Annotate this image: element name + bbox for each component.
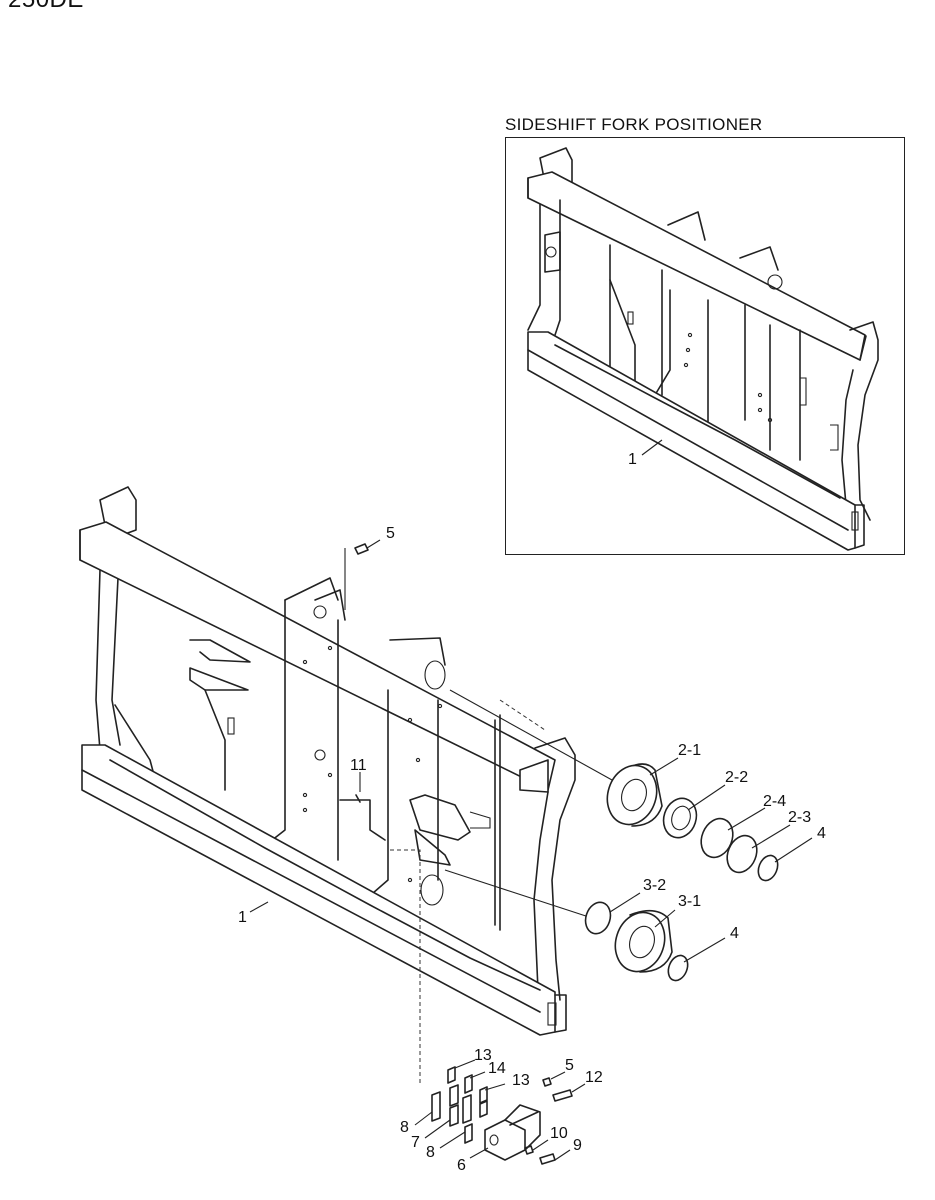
model-label: 250DE <box>8 0 84 14</box>
washer-10 <box>524 1145 534 1155</box>
ring-2-4 <box>700 817 734 859</box>
snap-ring-4-lower <box>667 954 689 982</box>
roller-2-1 <box>606 763 663 827</box>
main-carriage-drawing <box>79 486 613 1085</box>
callout-10: 10 <box>550 1125 568 1142</box>
callout-4-lower: 4 <box>730 925 739 942</box>
inset-title: SIDESHIFT FORK POSITIONER <box>505 115 763 134</box>
shim-stack <box>431 1066 488 1144</box>
bolt-9 <box>539 1153 556 1165</box>
callout-12: 12 <box>585 1069 603 1086</box>
callout-13-b: 13 <box>512 1072 530 1089</box>
callout-2-2: 2-2 <box>725 769 748 786</box>
inset-frame <box>505 137 905 555</box>
callout-9: 9 <box>573 1137 582 1154</box>
callout-5-top: 5 <box>386 525 395 542</box>
inset-part-label: 1 <box>628 451 637 468</box>
callout-1: 1 <box>238 909 247 926</box>
ring-2-3 <box>726 834 758 874</box>
screw-5-bottom <box>542 1077 552 1087</box>
callout-11: 11 <box>350 757 367 774</box>
callout-3-1: 3-1 <box>678 893 701 910</box>
callout-4-upper: 4 <box>817 825 826 842</box>
snap-ring-4-upper <box>757 854 779 882</box>
callout-2-4: 2-4 <box>763 793 786 810</box>
callout-3-2: 3-2 <box>643 877 666 894</box>
screw-11 <box>355 794 361 803</box>
inset-carriage-drawing <box>527 147 879 551</box>
callout-13-a: 13 <box>474 1047 492 1064</box>
callout-8-b: 8 <box>426 1144 435 1161</box>
callout-5-bottom: 5 <box>565 1057 574 1074</box>
bushing-3-2 <box>584 901 612 935</box>
callout-7: 7 <box>411 1134 420 1151</box>
callout-8-a: 8 <box>400 1119 409 1136</box>
callout-2-1: 2-1 <box>678 742 701 759</box>
callout-14: 14 <box>488 1060 506 1077</box>
screw-5-top <box>354 543 369 555</box>
bearing-2-2 <box>662 797 698 839</box>
callout-6: 6 <box>457 1157 466 1174</box>
leader-lines <box>249 539 813 1161</box>
callout-2-3: 2-3 <box>788 809 811 826</box>
pin-12 <box>552 1089 573 1102</box>
roller-3-1 <box>614 909 673 973</box>
